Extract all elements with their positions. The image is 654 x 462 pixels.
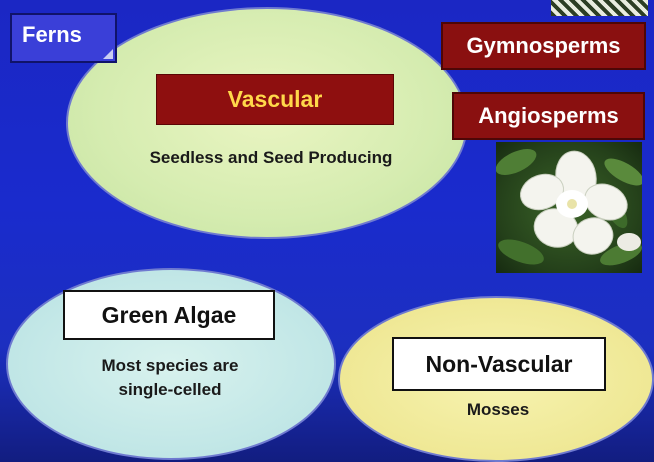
green-algae-label-text: Green Algae [102, 302, 237, 329]
ferns-label-text: Ferns [22, 22, 82, 48]
non-vascular-label-text: Non-Vascular [426, 351, 573, 378]
ferns-label: Ferns [10, 13, 117, 63]
green-algae-label: Green Algae [63, 290, 275, 340]
vascular-description: Seedless and Seed Producing [96, 146, 446, 170]
green-algae-desc-line2: single-celled [60, 378, 280, 402]
non-vascular-description: Mosses [398, 398, 598, 422]
vascular-label: Vascular [156, 74, 394, 125]
white-flower-image [496, 142, 642, 273]
vascular-label-text: Vascular [228, 86, 323, 113]
non-vascular-label: Non-Vascular [392, 337, 606, 391]
plant-photo-fragment [551, 0, 648, 16]
angiosperms-label-text: Angiosperms [478, 103, 619, 129]
green-algae-desc-line1: Most species are [60, 354, 280, 378]
white-flower-photo [496, 142, 642, 273]
gymnosperms-label: Gymnosperms [441, 22, 646, 70]
gymnosperms-label-text: Gymnosperms [466, 33, 620, 59]
page-curl-icon [103, 49, 113, 59]
angiosperms-label: Angiosperms [452, 92, 645, 140]
green-algae-description: Most species are single-celled [60, 354, 280, 402]
